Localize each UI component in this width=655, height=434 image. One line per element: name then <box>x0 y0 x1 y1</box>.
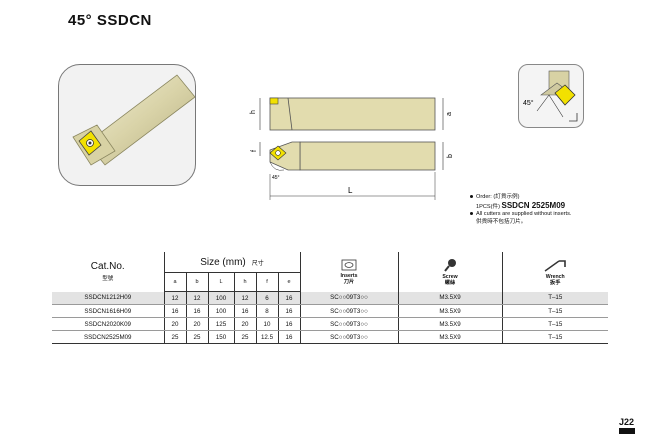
bullet-icon <box>470 195 473 199</box>
page-number-bar <box>619 428 635 434</box>
col-L: L <box>207 272 234 292</box>
insert-angle-illustration: 45° <box>523 70 578 122</box>
catno-header: Cat.No.型號 <box>90 261 125 283</box>
col-b: b <box>185 272 208 292</box>
supply-note-line: All cutters are supplied without inserts… <box>470 211 571 219</box>
table-row: SSDCN2020K09 20 20 125 20 10 16 SC○○09T3… <box>52 317 608 331</box>
size-header: Size (mm)尺寸 <box>163 252 300 273</box>
dim-h-label: h <box>250 110 257 114</box>
screw-header: Screw 螺絲 <box>397 252 502 292</box>
col-f: f <box>255 272 278 292</box>
dim-b-label: b <box>447 154 454 158</box>
wrench-header: Wrench 扳手 <box>501 252 608 292</box>
order-notes: Order: (訂貨示例) 1PCS(件) SSDCN 2525M09 All … <box>470 194 571 226</box>
tool-holder-illustration <box>72 74 195 166</box>
insert-angle-image: 45° <box>518 64 584 128</box>
table-row: SSDCN1212H09 12 12 100 12 6 16 SC○○09T3○… <box>52 291 608 305</box>
bullet-icon <box>470 212 473 216</box>
table-row: SSDCN1616H09 16 16 100 16 8 16 SC○○09T3○… <box>52 304 608 318</box>
spec-table: Cat.No.型號 Size (mm)尺寸 Inserts 刀片 Screw 螺… <box>52 252 608 344</box>
dim-f-label: f <box>251 150 258 152</box>
dim-a-label: a <box>446 112 453 116</box>
inserts-header: Inserts 刀片 <box>299 252 398 292</box>
angle-label: 45° <box>272 175 280 181</box>
table-row: SSDCN2525M09 25 25 150 25 12.5 16 SC○○09… <box>52 330 608 344</box>
order-example-line: Order: (訂貨示例) <box>470 194 571 202</box>
col-a: a <box>163 272 186 292</box>
insert-icon <box>341 259 357 271</box>
dimension-drawing: h a f b 45° L <box>250 97 454 200</box>
col-e: e <box>277 272 300 292</box>
page-title: 45° SSDCN <box>68 12 152 29</box>
wrench-icon <box>544 259 567 272</box>
screw-icon <box>444 258 456 272</box>
page-number: J22 <box>619 417 635 427</box>
order-example-value: 1PCS(件) SSDCN 2525M09 <box>476 200 566 210</box>
col-h: h <box>233 272 256 292</box>
product-image <box>58 64 196 186</box>
supply-note-cn: 供貨時不包括刀片。 <box>476 218 527 225</box>
tip-angle-label: 45° <box>523 99 534 107</box>
dim-L-label: L <box>348 186 353 195</box>
